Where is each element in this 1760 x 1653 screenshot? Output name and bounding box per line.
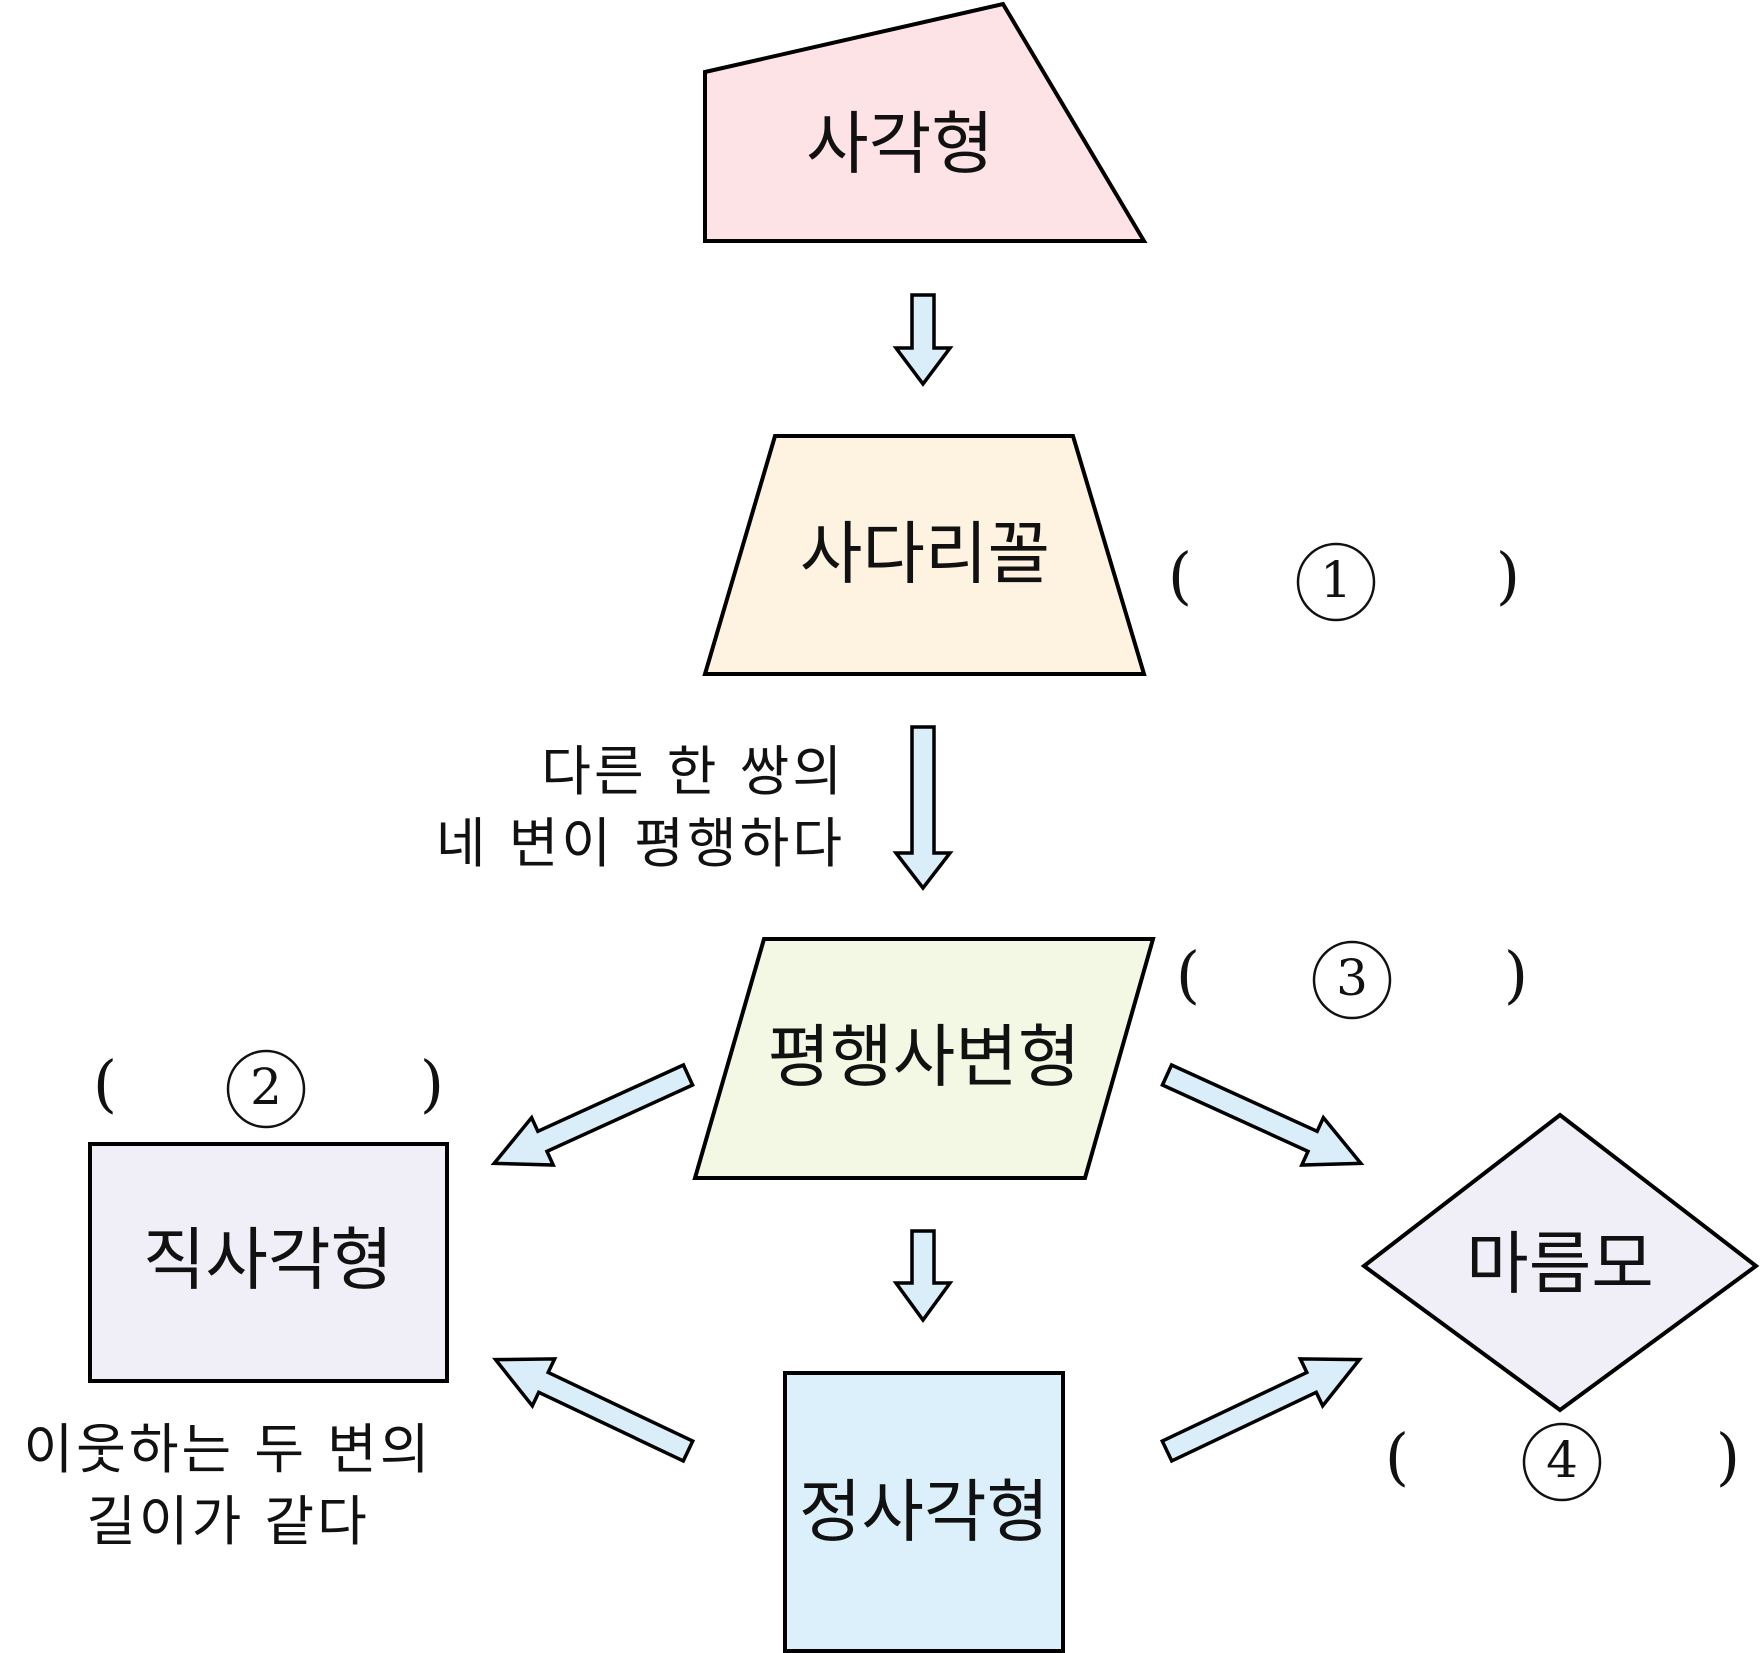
blank-3-number: 3 <box>1336 949 1368 1007</box>
blank-2-number: 2 <box>250 1058 282 1116</box>
condition-rectangle-square-line1: 이웃하는 두 변의 <box>23 1418 432 1481</box>
arrow-parallelogram-to-square <box>892 1229 954 1323</box>
condition-trapezoid-parallelogram-line1: 다른 한 쌍의 <box>541 740 845 803</box>
trapezoid-label: 사다리꼴 <box>800 516 1050 595</box>
arrow-parallelogram-to-rectangle <box>490 1062 695 1167</box>
blank-1-circle <box>1296 542 1376 622</box>
arrow-quadrilateral-to-trapezoid <box>892 293 954 387</box>
quadrilateral-label: 사각형 <box>806 106 994 185</box>
square-shape <box>783 1371 1065 1653</box>
blank-2-circle <box>226 1049 306 1129</box>
square-label: 정사각형 <box>799 1474 1049 1553</box>
rhombus-label: 마름모 <box>1466 1226 1654 1305</box>
blank-2-open-paren: ( <box>93 1047 117 1120</box>
condition-trapezoid-parallelogram-line2: 네 변이 평행하다 <box>436 812 845 875</box>
blank-2: ( 2 ) <box>93 1047 444 1129</box>
blank-1-open-paren: ( <box>1168 539 1192 612</box>
blank-1-close-paren: ) <box>1496 539 1520 612</box>
blank-4-number: 4 <box>1546 1431 1578 1489</box>
arrow-parallelogram-to-rhombus <box>1160 1062 1365 1167</box>
arrow-square-to-rhombus <box>1159 1357 1363 1464</box>
quadrilateral-shape <box>703 1 1148 243</box>
blank-4-open-paren: ( <box>1385 1420 1409 1493</box>
blank-3-close-paren: ) <box>1504 938 1528 1011</box>
blank-2-close-paren: ) <box>420 1047 444 1120</box>
blank-1: ( 1 ) <box>1168 539 1520 622</box>
trapezoid-shape <box>702 434 1147 676</box>
parallelogram-shape <box>692 937 1156 1180</box>
blank-4-close-paren: ) <box>1716 1420 1740 1493</box>
condition-rectangle-square-line2: 길이가 같다 <box>86 1490 370 1553</box>
blank-3-circle <box>1312 940 1392 1020</box>
blank-4: ( 4 ) <box>1385 1420 1740 1502</box>
rectangle-label: 직사각형 <box>143 1222 393 1301</box>
rectangle-shape <box>88 1142 449 1383</box>
parallelogram-label: 평행사변형 <box>768 1019 1081 1098</box>
blank-1-number: 1 <box>1320 551 1352 609</box>
arrow-square-to-rectangle <box>492 1357 696 1464</box>
arrow-trapezoid-to-parallelogram <box>892 725 954 891</box>
blank-4-circle <box>1522 1422 1602 1502</box>
blank-3: ( 3 ) <box>1176 938 1528 1020</box>
blank-3-open-paren: ( <box>1176 938 1200 1011</box>
rhombus-shape <box>1360 1112 1760 1413</box>
